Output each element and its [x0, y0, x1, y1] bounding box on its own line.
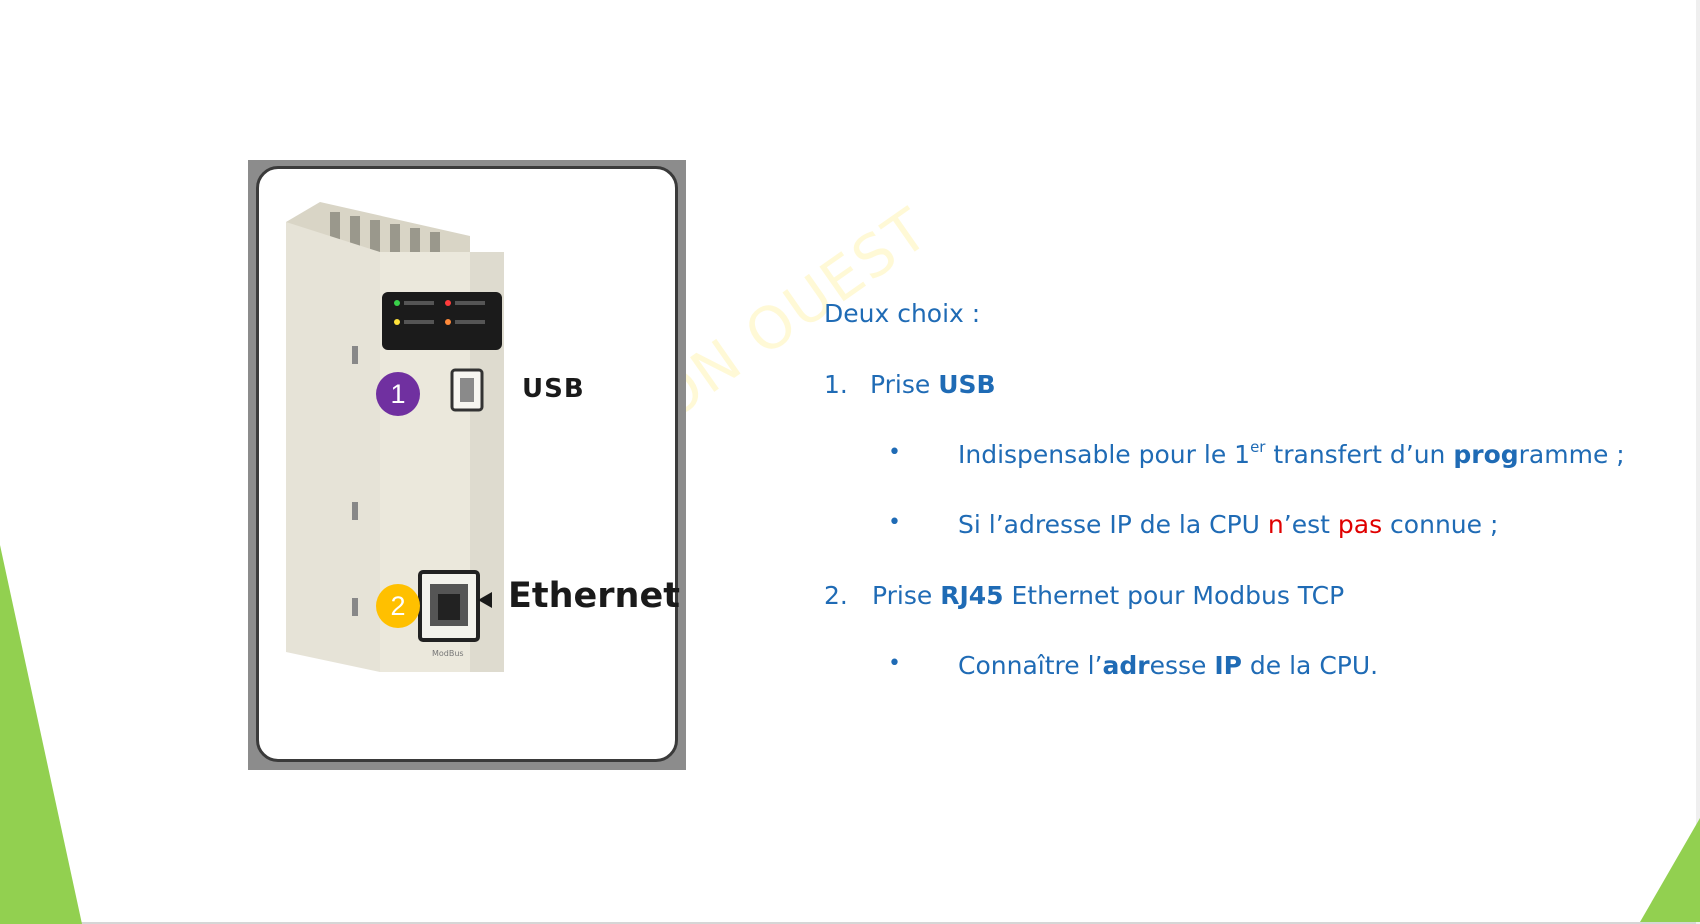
sub-item-text: Indispensable pour le 1er transfert d’un…	[958, 438, 1625, 469]
text-part: Indispensable pour le 1	[958, 440, 1251, 469]
sub-item-text: Si l’adresse IP de la CPU n’est pas conn…	[958, 510, 1498, 539]
item-suffix: Ethernet pour Modbus TCP	[1003, 581, 1345, 610]
intro-text: Deux choix :	[824, 299, 981, 328]
text-part: ramme ;	[1518, 440, 1625, 469]
text-part: Connaître l’	[958, 651, 1103, 680]
red-part: n	[1267, 510, 1284, 539]
text-part: de la CPU.	[1241, 651, 1379, 680]
item-prefix: Prise	[872, 581, 941, 610]
list-item-text: Prise USB	[870, 370, 996, 399]
marker-2-badge: 2	[376, 584, 420, 628]
item-bold: USB	[938, 370, 996, 399]
bold-part: adr	[1102, 651, 1150, 680]
item-bold: RJ45	[940, 581, 1004, 610]
device-figure-frame	[256, 166, 678, 762]
ethernet-label: Ethernet	[508, 576, 680, 616]
text-part: esse	[1149, 651, 1215, 680]
text-part: ’est	[1283, 510, 1338, 539]
bullet: •	[888, 651, 901, 676]
slide-bottom-edge	[0, 922, 1700, 924]
text-part: Si l’adresse IP de la CPU	[958, 510, 1268, 539]
text-part: connue ;	[1382, 510, 1499, 539]
bold-part: IP	[1214, 651, 1242, 680]
superscript: er	[1250, 438, 1266, 456]
text-part: transfert d’un	[1265, 440, 1454, 469]
left-green-shape	[0, 545, 82, 924]
bold-part: prog	[1453, 440, 1519, 469]
list-number: 2.	[824, 581, 848, 610]
slide-content: Deux choix : 1. Prise USB • Indispensabl…	[824, 0, 1684, 924]
slide-right-edge	[1696, 0, 1700, 924]
usb-label: USB	[522, 374, 585, 404]
bullet: •	[888, 440, 901, 465]
list-item-text: Prise RJ45 Ethernet pour Modbus TCP	[872, 581, 1344, 610]
red-part: pas	[1337, 510, 1383, 539]
sub-item-text: Connaître l’adresse IP de la CPU.	[958, 651, 1378, 680]
marker-1-badge: 1	[376, 372, 420, 416]
item-prefix: Prise	[870, 370, 939, 399]
list-number: 1.	[824, 370, 848, 399]
device-figure	[248, 160, 686, 770]
bullet: •	[888, 510, 901, 535]
